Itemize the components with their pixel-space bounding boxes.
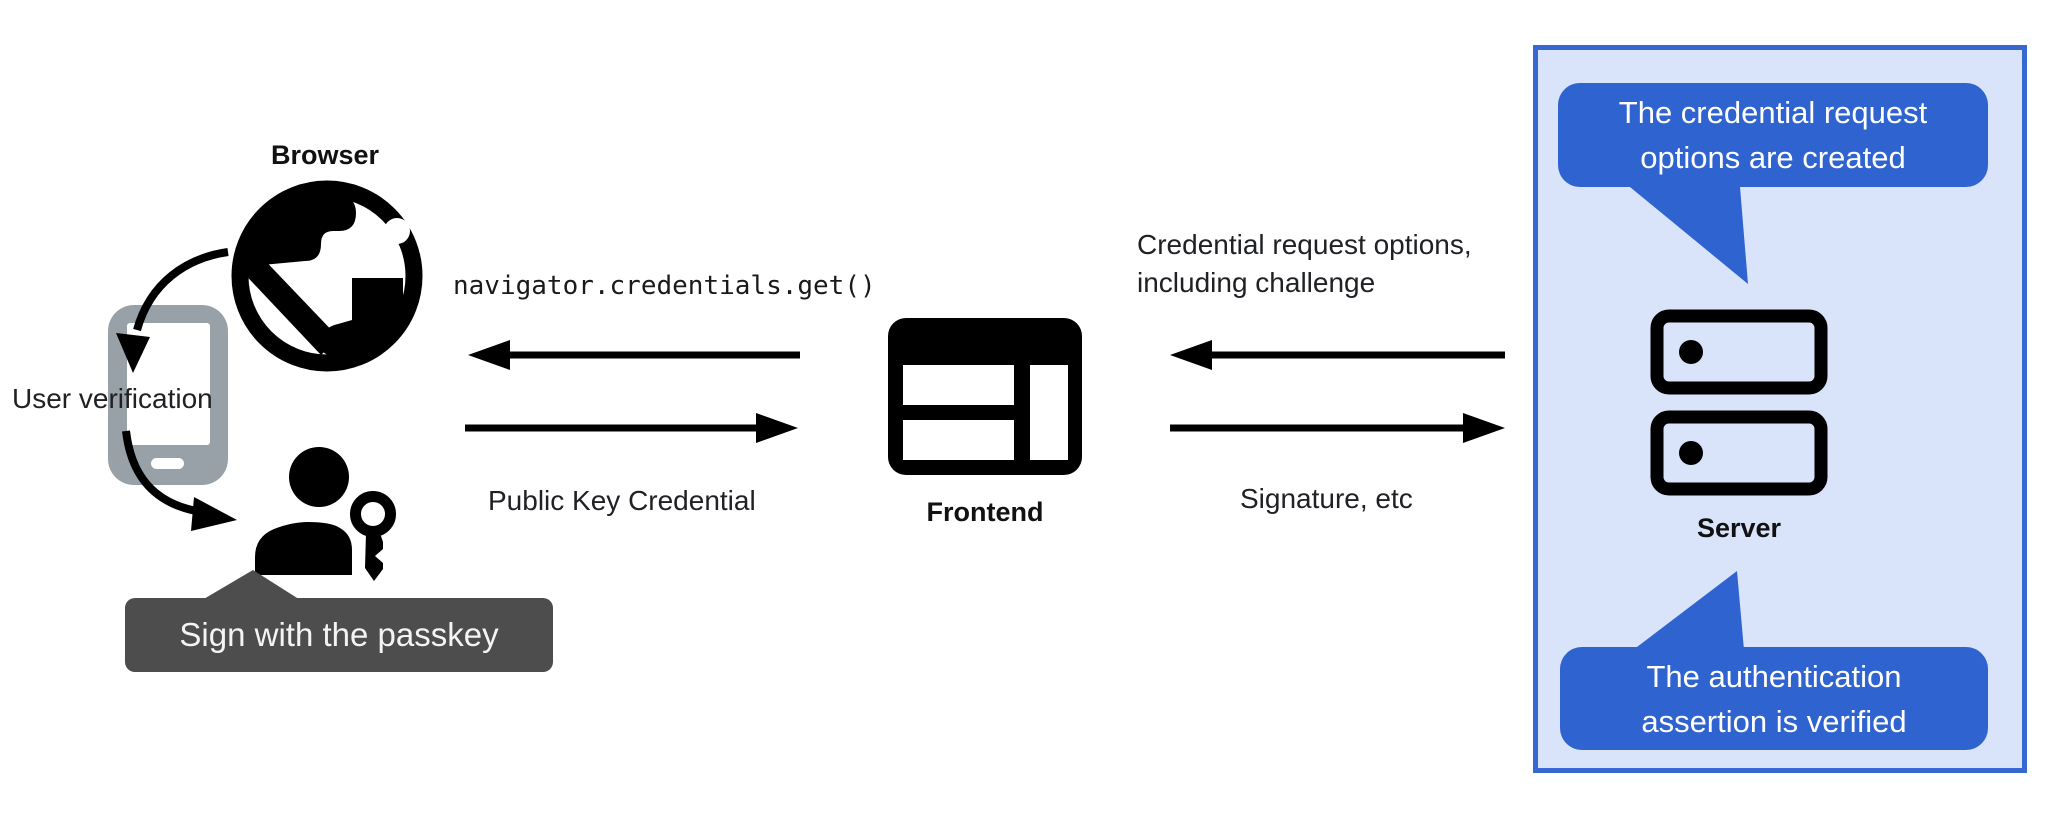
curved-arrow-browser-to-phone <box>116 248 229 373</box>
assertion-verified-bubble-line1: The authentication <box>1646 658 1902 694</box>
credential-request-line1: Credential request options, <box>1137 229 1472 260</box>
arrow-frontend-to-server <box>1170 413 1505 443</box>
key-icon <box>350 491 396 581</box>
credential-options-bubble-line1: The credential request <box>1618 95 1928 130</box>
user-passkey-icon <box>255 447 396 581</box>
frontend-label: Frontend <box>926 497 1044 527</box>
signature-label: Signature, etc <box>1240 483 1413 514</box>
tooltip-text: Sign with the passkey <box>179 616 499 653</box>
credential-request-label: Credential request options, including ch… <box>1137 226 1472 302</box>
assertion-verified-bubble: The authentication assertion is verified <box>1560 647 1988 750</box>
code-label: navigator.credentials.get() <box>453 271 876 301</box>
sign-with-passkey-tooltip: Sign with the passkey <box>125 598 553 672</box>
server-icon <box>1650 309 1828 496</box>
tooltip-pointer <box>197 570 305 603</box>
browser-label: Browser <box>270 140 380 170</box>
curved-arrow-phone-to-user <box>122 430 237 531</box>
bubble-tail-top <box>1630 187 1748 284</box>
credential-options-bubble: The credential request options are creat… <box>1558 83 1988 187</box>
globe-icon <box>231 180 423 372</box>
server-label: Server <box>1696 513 1782 543</box>
credential-options-bubble-line2: options are created <box>1640 140 1906 175</box>
user-verification-label: User verification <box>12 383 213 414</box>
assertion-verified-bubble-line2: assertion is verified <box>1641 703 1907 739</box>
arrow-browser-to-frontend <box>465 413 798 443</box>
bubble-tail-bottom <box>1633 571 1744 650</box>
frontend-icon <box>888 318 1082 475</box>
arrow-server-to-frontend <box>1170 340 1505 370</box>
public-key-credential-label: Public Key Credential <box>488 485 756 516</box>
credential-request-line2: including challenge <box>1137 267 1376 298</box>
arrow-frontend-to-browser <box>468 340 800 370</box>
